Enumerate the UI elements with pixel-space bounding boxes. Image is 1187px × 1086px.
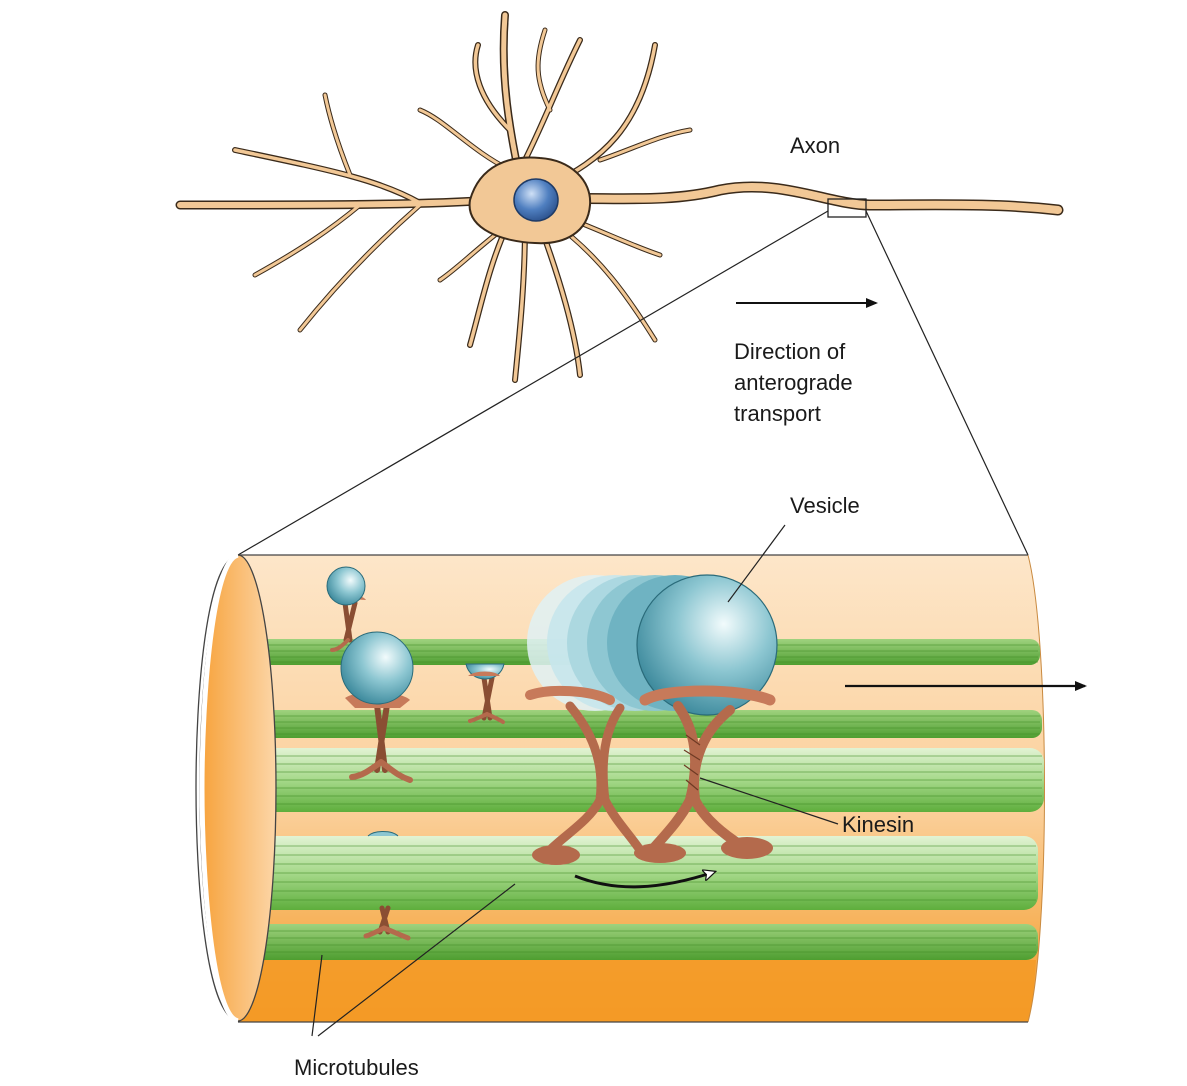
vesicle-small-3 — [465, 663, 505, 724]
axon-zoom-box — [827, 198, 867, 218]
kinesin-leader — [699, 777, 839, 825]
nucleus — [513, 178, 559, 222]
vesicle-small-1 — [326, 566, 366, 652]
microtubule-leader-a — [311, 954, 323, 1037]
vesicle-label: Vesicle — [790, 493, 860, 518]
direction-label-line3: transport — [734, 401, 821, 426]
kinesin — [634, 685, 776, 863]
microtubule-leader-b — [317, 883, 516, 1037]
kinesin-label: Kinesin — [842, 812, 915, 837]
axon-cross-section — [195, 552, 1045, 1024]
zoom-line-right — [865, 210, 1029, 556]
vesicle-small-4 — [363, 831, 411, 941]
vesicle-small-2 — [340, 631, 414, 783]
microtubule — [211, 709, 1042, 739]
step-arrow — [574, 872, 714, 889]
axon-label: Axon — [790, 133, 841, 158]
microtubules — [211, 638, 1044, 960]
microtubule — [221, 748, 1044, 814]
zoom-line-left — [237, 210, 829, 556]
vesicle-leader — [727, 524, 786, 603]
direction-label-line1: Direction of — [734, 339, 846, 364]
kinesin-trail — [525, 685, 645, 865]
moving-vesicle — [525, 574, 778, 865]
microtubule — [232, 924, 1038, 960]
microtubules-label: Microtubules — [294, 1055, 419, 1080]
direction-label-line2: anterograde — [734, 370, 853, 395]
neuron — [175, 11, 1064, 383]
